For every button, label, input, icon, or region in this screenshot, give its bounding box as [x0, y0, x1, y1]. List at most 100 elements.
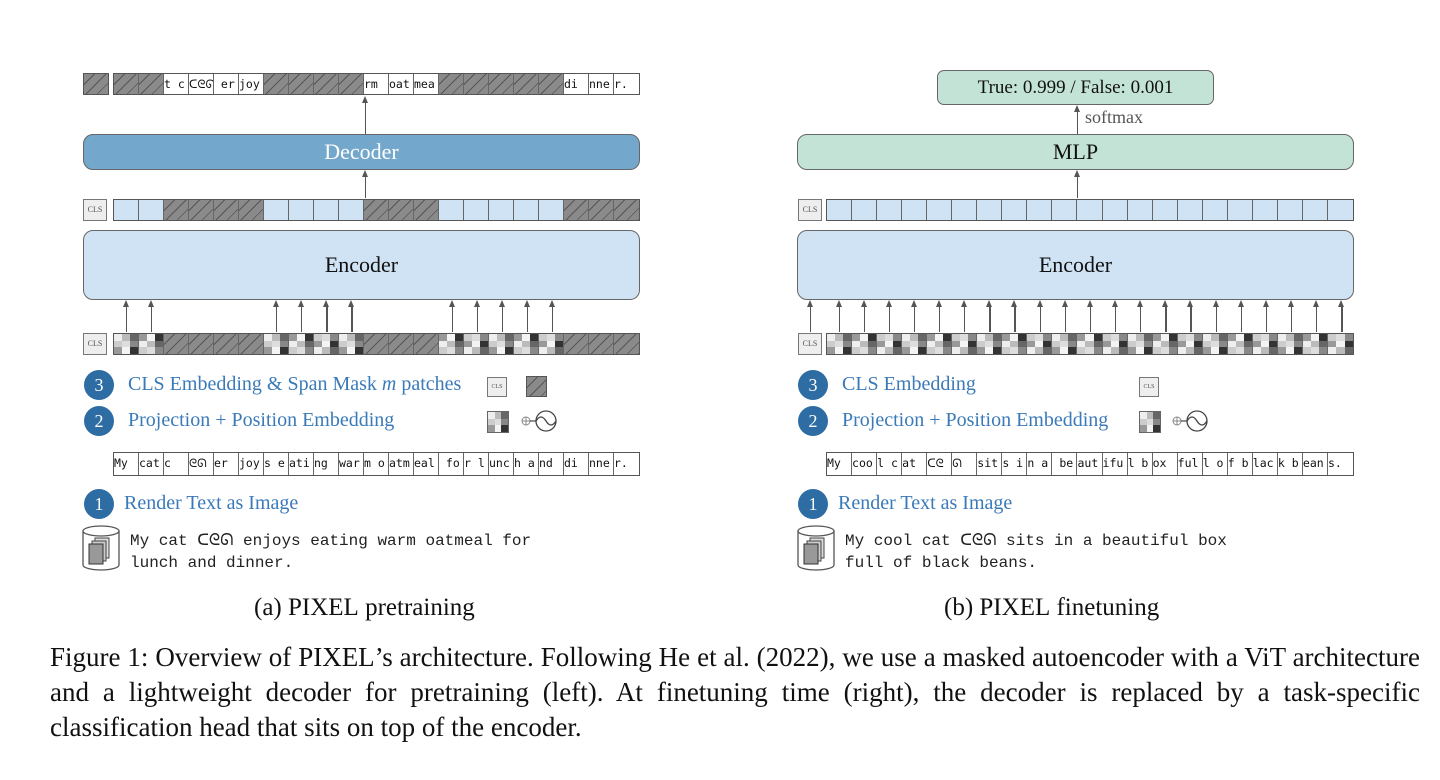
masked-patch: [589, 334, 614, 354]
classification-output: True: 0.999 / False: 0.001: [977, 76, 1174, 98]
projected-patch: [1202, 334, 1228, 354]
subcaption-b: (b) PIXEL finetuning: [944, 594, 1160, 621]
masked-patch: [164, 334, 189, 354]
text-patch: l o: [1202, 453, 1228, 475]
text-patch: ng: [314, 453, 339, 475]
decoder-label: Decoder: [324, 139, 399, 164]
projected-patch: [927, 334, 953, 354]
masked-patch: [514, 74, 539, 94]
encoded-patch: [1077, 200, 1103, 220]
masked-patch: [389, 334, 414, 354]
text-patch: n a: [1027, 453, 1053, 475]
masked-patch: [614, 334, 639, 354]
text-patch: cat: [139, 453, 164, 475]
projected-patch: [1002, 334, 1028, 354]
masked-patch: [439, 74, 464, 94]
input-arrow: [1035, 300, 1044, 332]
step-1-label: Render Text as Image: [838, 492, 1013, 514]
input-arrow: [1337, 300, 1346, 332]
position-embedding-icon: [519, 409, 559, 433]
encoded-patch: [539, 200, 564, 220]
mask-token-patch: [564, 200, 589, 220]
mask-token-patch: [414, 200, 439, 220]
projected-patch: [977, 334, 1003, 354]
encoded-patch: [1152, 200, 1178, 220]
projected-patch: [339, 334, 364, 354]
text-patch: fo: [439, 453, 464, 475]
encoded-patch: [1127, 200, 1153, 220]
subcaption-a: (a) PIXEL pretraining: [254, 594, 475, 621]
cls-token-input: CLS: [798, 333, 822, 355]
database-icon: [796, 524, 836, 577]
softmax-label: softmax: [1085, 107, 1143, 127]
encoded-patch: [1027, 200, 1053, 220]
text-patch: My: [827, 453, 853, 475]
projected-patch: [1302, 334, 1328, 354]
reconstructed-patch: joy: [239, 74, 264, 94]
text-patch: lac: [1252, 453, 1278, 475]
projected-patch: [314, 334, 339, 354]
projected-patch: [139, 334, 164, 354]
text-patch: eal: [414, 453, 439, 475]
text-patch: s.: [1327, 453, 1353, 475]
text-patch: h a: [514, 453, 539, 475]
encoded-patch: [852, 200, 878, 220]
step-3-label: CLS Embedding: [842, 373, 976, 395]
projected-patch: [827, 334, 853, 354]
masked-patch: [139, 74, 164, 94]
text-patch: nne: [589, 453, 614, 475]
text-patch: ati: [289, 453, 314, 475]
mask-patch-icon: [526, 376, 547, 397]
text-patch: ean: [1302, 453, 1328, 475]
projected-patch: [1152, 334, 1178, 354]
text-patch: ᑕᘓ: [927, 453, 953, 475]
step-1-label: Render Text as Image: [124, 492, 299, 514]
encoded-patch: [464, 200, 489, 220]
input-arrow: [548, 300, 557, 332]
input-arrow: [985, 300, 994, 332]
encoded-patch: [877, 200, 903, 220]
reconstructed-patch: t c: [164, 74, 189, 94]
text-patch: ᘏ: [952, 453, 978, 475]
reconstructed-patch: rm: [364, 74, 389, 94]
text-patch: k b: [1277, 453, 1303, 475]
input-arrow: [473, 300, 481, 332]
mlp-block: MLP: [797, 134, 1354, 170]
mask-token-patch: [614, 200, 639, 220]
mask-token-patch: [364, 200, 389, 220]
encoded-patch: [1302, 200, 1328, 220]
text-patch: unc: [489, 453, 514, 475]
masked-patch: [289, 74, 314, 94]
text-patch: s e: [264, 453, 289, 475]
input-arrow: [523, 300, 531, 332]
projected-patch: [489, 334, 514, 354]
encoded-patch: [339, 200, 364, 220]
input-arrow: [1186, 300, 1195, 332]
input-arrow: [447, 300, 456, 332]
input-arrow: [884, 300, 893, 332]
input-arrow: [272, 300, 280, 332]
encoded-patch: [1252, 200, 1278, 220]
input-arrow: [935, 300, 943, 332]
mask-token-patch: [164, 200, 189, 220]
text-patch: l c: [877, 453, 903, 475]
step-1-badge: 1: [798, 489, 828, 519]
input-arrow: [1287, 300, 1295, 332]
masked-input-row: [113, 333, 640, 355]
text-patch: coo: [852, 453, 878, 475]
text-patch: l b: [1127, 453, 1153, 475]
input-arrow: [1211, 300, 1220, 332]
database-icon: [81, 524, 121, 577]
projection-patch-icon: [1139, 411, 1161, 433]
projected-patch: [1077, 334, 1103, 354]
masked-patch: [114, 74, 139, 94]
input-arrow: [1086, 300, 1094, 332]
encoded-patch: [927, 200, 953, 220]
encoded-patch: [1202, 200, 1228, 220]
step-3-badge: 3: [84, 370, 114, 400]
text-patch: aut: [1077, 453, 1103, 475]
projected-patch: [1327, 334, 1353, 354]
masked-patch: [339, 74, 364, 94]
text-patch: di: [564, 453, 589, 475]
projected-patch: [1052, 334, 1078, 354]
